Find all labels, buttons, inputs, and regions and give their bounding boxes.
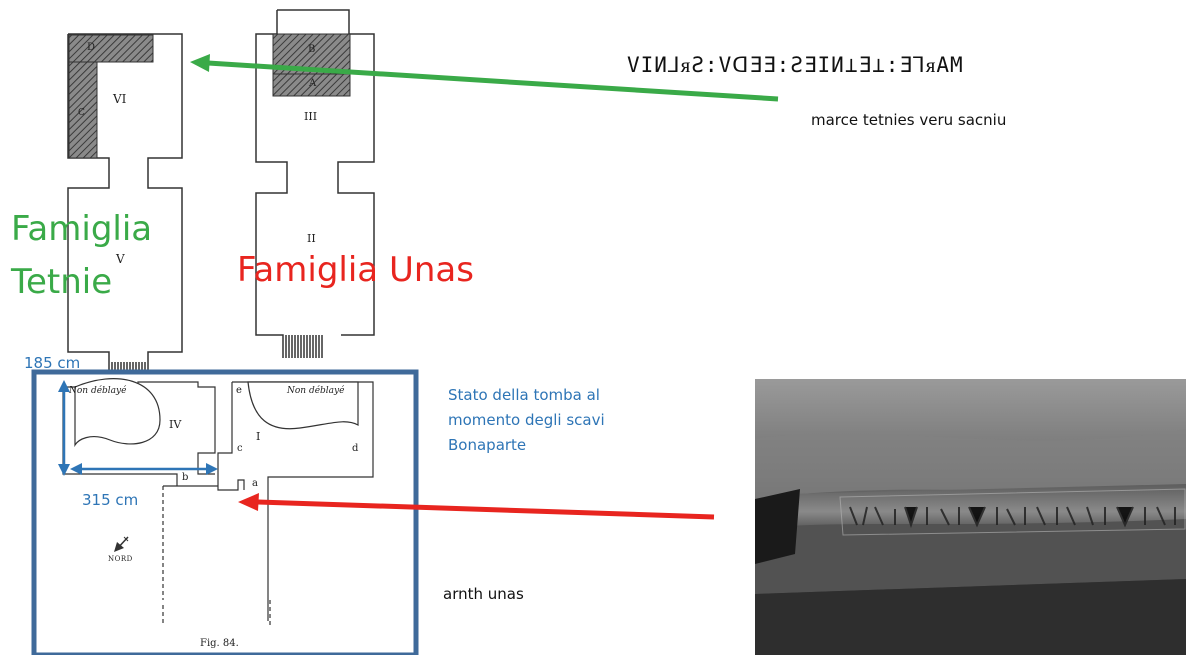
- width-measure-label: 315 cm: [82, 491, 139, 509]
- room-ii-label: II: [307, 232, 316, 245]
- inscription-strokes: [849, 506, 1176, 529]
- nord-label: NORD: [108, 555, 133, 563]
- letter-a: a: [252, 478, 258, 489]
- letter-c: c: [237, 443, 243, 454]
- sarcophagus-photo: [755, 379, 1186, 655]
- excavation-state-line1: Stato della tomba al: [448, 386, 600, 404]
- non-deblaye-left-label: Non déblayé: [69, 386, 127, 396]
- arnth-unas-label: arnth unas: [443, 585, 524, 603]
- letter-e: e: [236, 385, 242, 396]
- width-measure-arrow: [70, 463, 218, 475]
- etruscan-inscription: VIИ⅃ᴙƧ:VᗡƎƎ:ƧƎIИ⊥Ǝ⊥:Ǝ⅂ᴙAM: [627, 53, 964, 77]
- green-arrow: [190, 54, 779, 102]
- room-iv-unexcavated: [74, 378, 161, 448]
- room-v-label: V: [116, 252, 125, 266]
- red-arrow: [238, 493, 715, 520]
- north-arrow-icon: [114, 536, 129, 552]
- dromos-walls: [162, 486, 271, 625]
- excavation-state-note: Stato della tomba al momento degli scavi…: [448, 383, 605, 458]
- unas-upper-tomb-outline: [255, 9, 375, 358]
- niche-b-letter: B: [308, 44, 316, 55]
- famiglia-tetnie-line1: Famiglia: [11, 209, 153, 249]
- niche-d-letter: D: [87, 42, 96, 53]
- excavation-frame: [31, 369, 419, 655]
- excavation-state-line2: momento degli scavi: [448, 411, 605, 429]
- letter-b: b: [182, 472, 189, 483]
- room-i-unexcavated: [247, 381, 359, 430]
- letter-d: d: [352, 443, 359, 454]
- room-iv-label: IV: [169, 418, 182, 431]
- figure-caption: Fig. 84.: [200, 638, 239, 649]
- room-iii-label: III: [304, 110, 318, 123]
- niche-c-hatched: [68, 61, 98, 159]
- non-deblaye-right-label: Non déblayé: [287, 386, 345, 396]
- unas-stairs: [283, 335, 323, 358]
- height-measure-label: 185 cm: [24, 354, 81, 372]
- room-vi-label: VI: [113, 92, 127, 106]
- famiglia-tetnie-line2: Tetnie: [11, 262, 113, 302]
- excavation-state-line3: Bonaparte: [448, 436, 527, 454]
- room-i-label: I: [256, 430, 261, 443]
- niche-c-letter: C: [78, 108, 85, 118]
- niche-d-hatched: [68, 34, 154, 63]
- niche-a-letter: A: [309, 78, 317, 89]
- sarcophagus-photo-drawing: [755, 379, 1186, 655]
- transliteration-label: marce tetnies veru sacniu: [811, 111, 1007, 129]
- famiglia-unas-label: Famiglia Unas: [237, 250, 474, 290]
- height-measure-arrow: [58, 380, 70, 476]
